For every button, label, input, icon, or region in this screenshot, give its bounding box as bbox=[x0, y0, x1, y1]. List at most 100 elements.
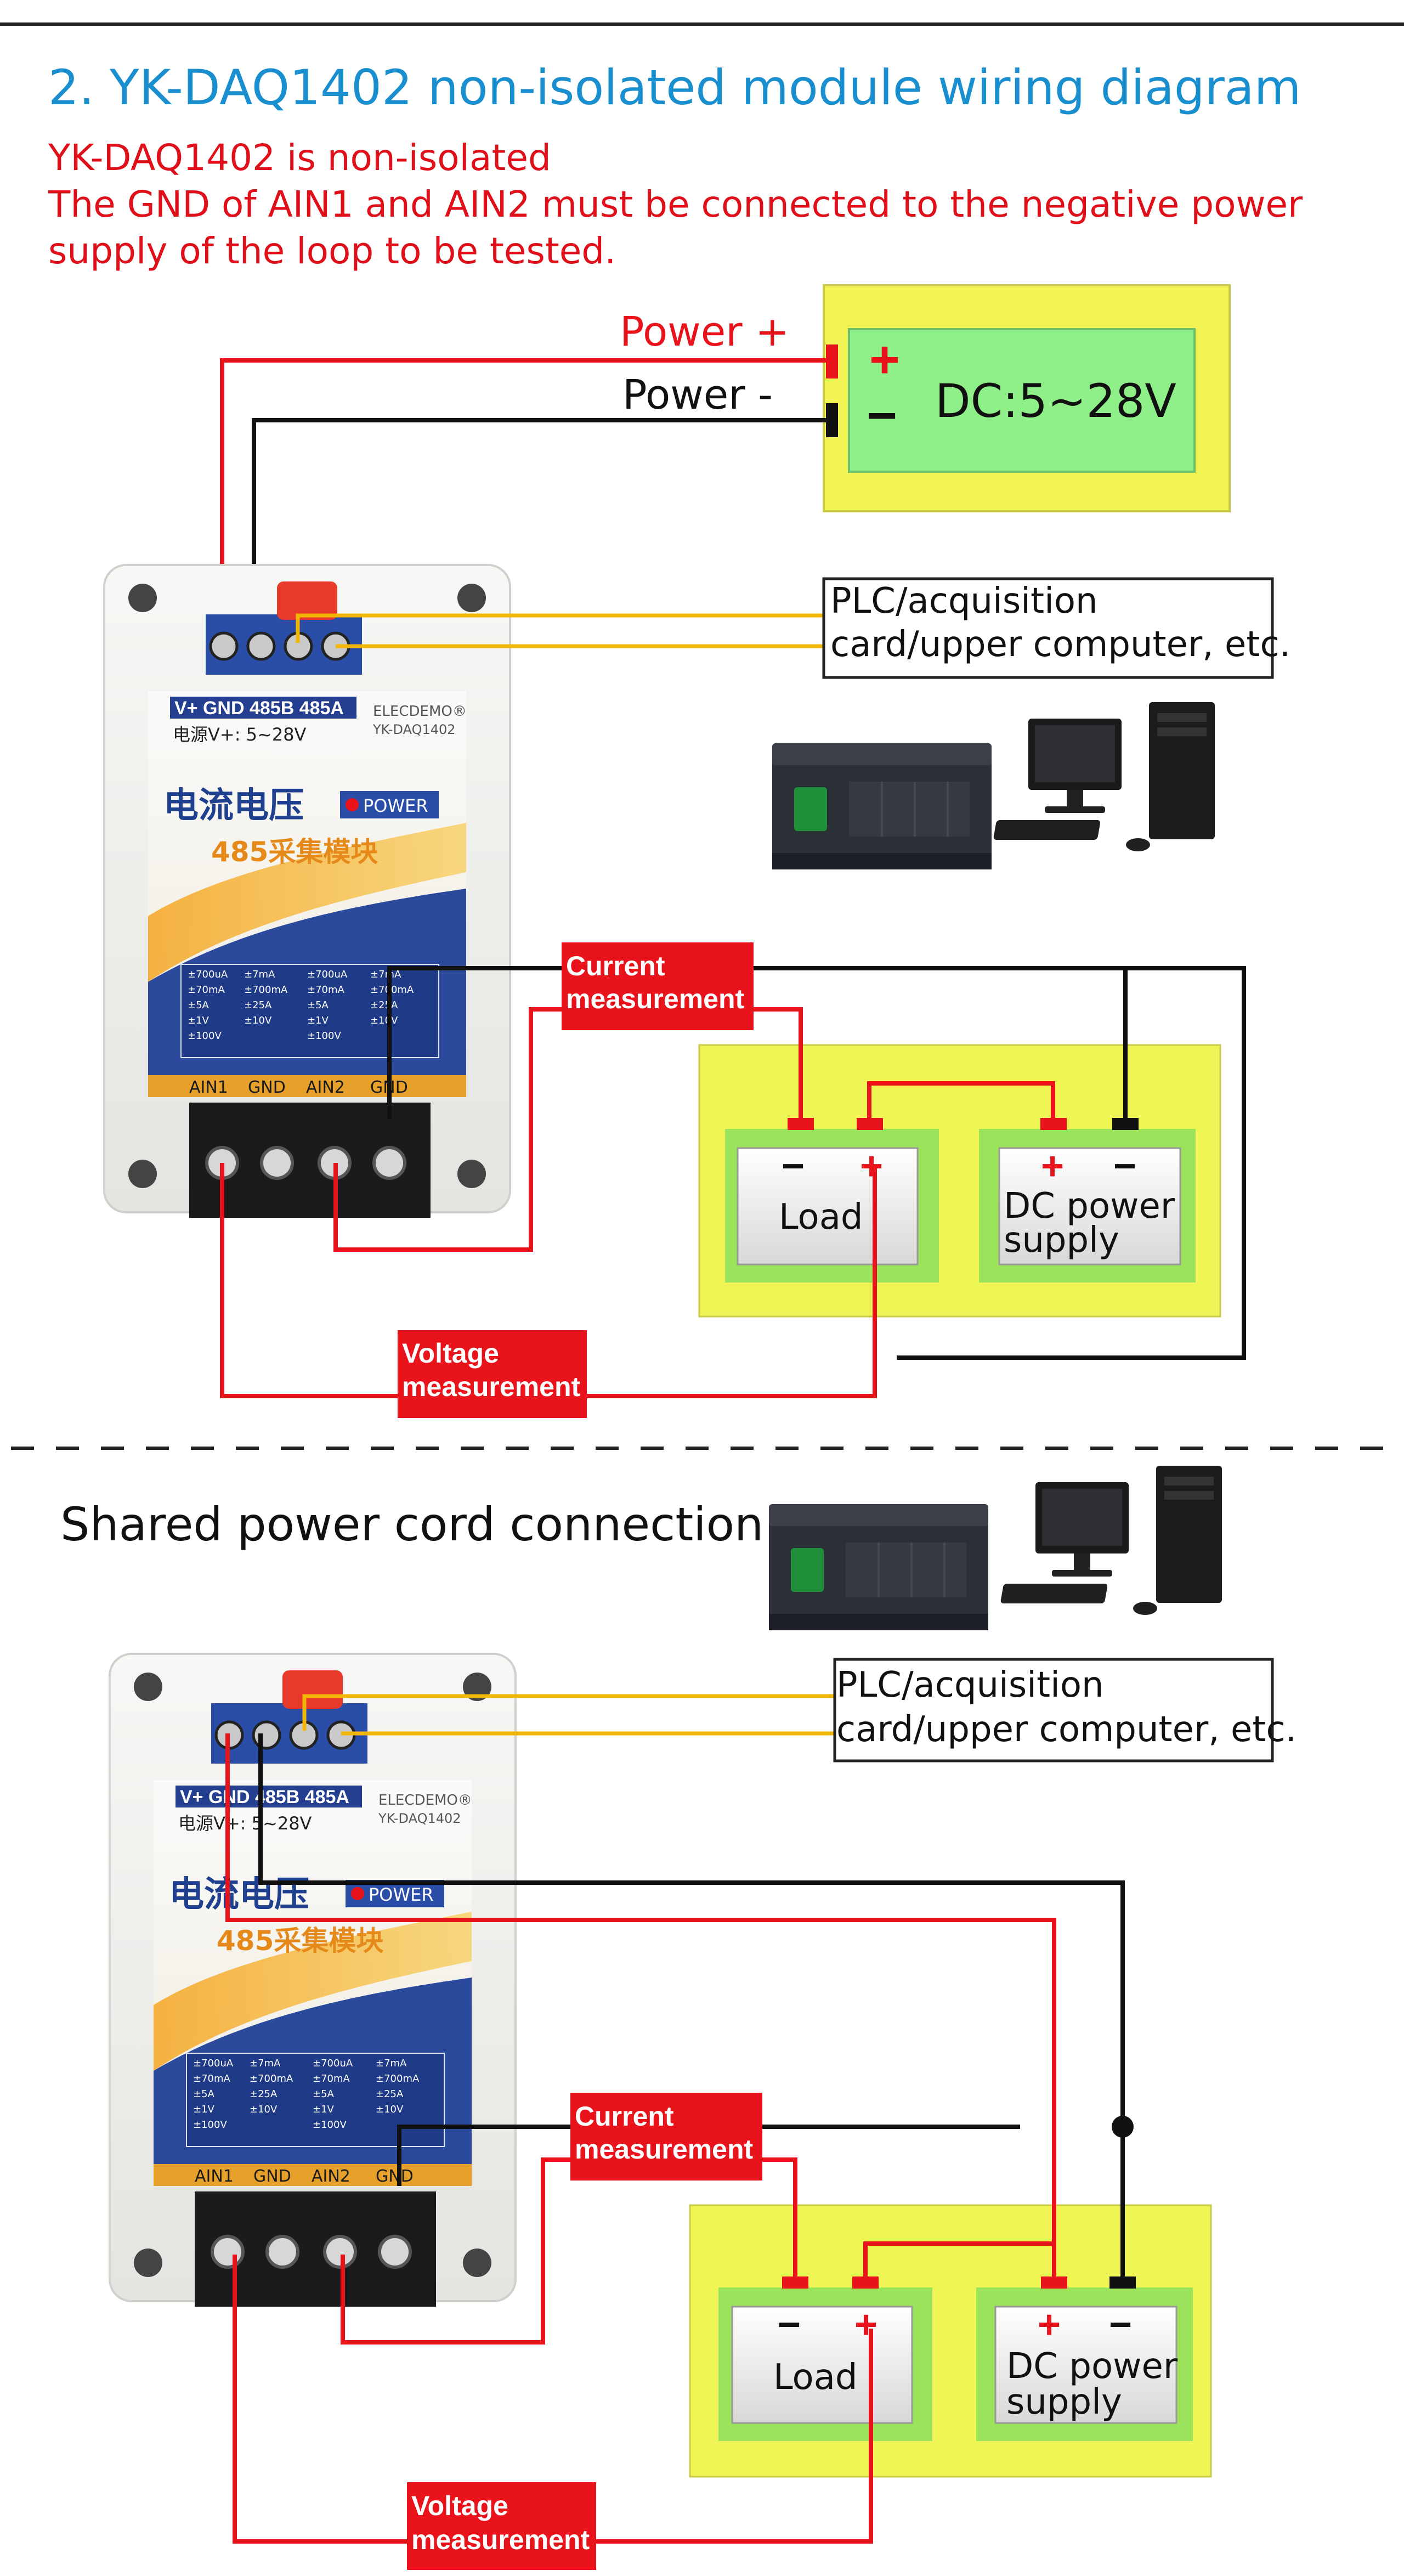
load-plus-terminal bbox=[857, 1118, 883, 1130]
note-line-1: YK-DAQ1402 is non-isolated bbox=[48, 137, 551, 179]
b-current-measurement-line-1: Current bbox=[575, 2101, 674, 2132]
module-bottom-power-badge-text: POWER bbox=[369, 1884, 434, 1905]
b-load-label: Load bbox=[773, 2357, 858, 2398]
wire-power-minus bbox=[252, 418, 831, 625]
b-load-box bbox=[731, 2306, 913, 2424]
range-far-1: ±700mA bbox=[370, 984, 414, 996]
range-left-0: ±700uA bbox=[188, 969, 228, 980]
b-range-mid-2: ±25A bbox=[250, 2088, 278, 2100]
module-power-badge-text: POWER bbox=[363, 795, 428, 816]
dc-minus: − bbox=[1113, 1144, 1136, 1188]
b-load-minus-terminal bbox=[782, 2276, 808, 2289]
module-top-terminal-labels: V+ GND 485B 485A bbox=[174, 698, 344, 719]
b-wire-485b bbox=[302, 1694, 835, 1731]
module-bottom-model: YK-DAQ1402 bbox=[378, 1811, 461, 1826]
b-range-right-4: ±100V bbox=[313, 2119, 347, 2131]
bottom-diagram: Shared power cord connection V+ GND 485B… bbox=[60, 1466, 1297, 2570]
b-dc-box bbox=[994, 2306, 1177, 2424]
voltage-measurement-line-1: Voltage bbox=[402, 1338, 499, 1369]
b-dc-plus: + bbox=[1038, 2303, 1061, 2347]
b-terminal-label-gnd1: GND bbox=[253, 2167, 291, 2186]
wire-gnd-return bbox=[897, 966, 1246, 1360]
module-sub-zh: 485采集模块 bbox=[211, 836, 378, 868]
b-range-far-0: ±7mA bbox=[376, 2058, 407, 2069]
psu-voltage-label: DC:5~28V bbox=[935, 374, 1176, 428]
b-range-mid-3: ±10V bbox=[250, 2104, 278, 2115]
range-left-3: ±1V bbox=[188, 1015, 210, 1026]
range-left-2: ±5A bbox=[188, 999, 210, 1011]
dc-plus: + bbox=[1041, 1144, 1064, 1188]
module-bottom-terminal-labels: V+ GND 485B 485A bbox=[180, 1787, 349, 1807]
page-title: 2. YK-DAQ1402 non-isolated module wiring… bbox=[48, 59, 1301, 116]
plc-label-line-2: card/upper computer, etc. bbox=[830, 624, 1290, 665]
b-plc-label-line-1: PLC/acquisition bbox=[836, 1665, 1104, 1705]
module-bottom-brand: ELECDEMO® bbox=[378, 1792, 472, 1809]
b-dc-minus-terminal bbox=[1109, 2276, 1136, 2289]
b-dc-minus: − bbox=[1109, 2303, 1132, 2347]
load-box bbox=[737, 1147, 919, 1266]
b-load-plus: + bbox=[854, 2303, 878, 2347]
computer-device-bottom bbox=[1000, 1466, 1222, 1615]
terminal-label-gnd1: GND bbox=[248, 1078, 286, 1097]
range-left-4: ±100V bbox=[188, 1030, 222, 1042]
b-load-minus: − bbox=[778, 2303, 801, 2347]
wire-power-plus bbox=[220, 358, 831, 625]
module-bottom-sub-zh: 485采集模块 bbox=[217, 1925, 383, 1957]
range-right-1: ±70mA bbox=[307, 984, 345, 996]
b-range-right-0: ±700uA bbox=[313, 2058, 353, 2069]
terminal-label-ain2: AIN2 bbox=[306, 1078, 345, 1097]
b-wire-load-plus-to-dc-plus bbox=[863, 2241, 1054, 2287]
load-minus: − bbox=[782, 1144, 805, 1188]
b-current-measurement-badge bbox=[570, 2093, 762, 2180]
terminal-label-ain1: AIN1 bbox=[189, 1078, 228, 1097]
computer-device bbox=[993, 702, 1215, 851]
b-wire-vplus-to-dc-plus bbox=[225, 1733, 1056, 2287]
range-mid-2: ±25A bbox=[244, 999, 272, 1011]
load-plus: + bbox=[860, 1144, 883, 1188]
range-far-0: ±7mA bbox=[370, 969, 401, 980]
psu-plus-terminal bbox=[826, 344, 838, 379]
dc-minus-terminal bbox=[1112, 1118, 1139, 1130]
wire-load-plus-to-dc-plus bbox=[867, 1081, 1055, 1129]
b-range-right-1: ±70mA bbox=[313, 2073, 350, 2084]
range-far-3: ±10V bbox=[370, 1015, 398, 1026]
current-measurement-line-1: Current bbox=[566, 951, 665, 981]
current-measurement-badge bbox=[562, 942, 754, 1030]
module-top: V+ GND 485B 485A 电源V+: 5~28V ELECDEMO® Y… bbox=[104, 565, 510, 1218]
range-right-0: ±700uA bbox=[307, 969, 348, 980]
wire-current-to-load-minus bbox=[333, 1007, 803, 1252]
psu-minus-terminal bbox=[826, 403, 838, 437]
b-range-mid-0: ±7mA bbox=[250, 2058, 281, 2069]
b-wire-gnd-to-dc-minus bbox=[258, 1733, 1125, 2287]
b-range-left-1: ±70mA bbox=[193, 2073, 231, 2084]
range-left-1: ±70mA bbox=[188, 984, 225, 996]
note-line-2: The GND of AIN1 and AIN2 must be connect… bbox=[48, 183, 1303, 225]
range-mid-3: ±10V bbox=[244, 1015, 272, 1026]
power-plus-label: Power + bbox=[620, 308, 789, 355]
b-current-measurement-line-2: measurement bbox=[575, 2134, 753, 2165]
b-range-left-0: ±700uA bbox=[193, 2058, 234, 2069]
b-wire-current bbox=[341, 2157, 797, 2345]
note-line-3: supply of the loop to be tested. bbox=[48, 230, 616, 272]
plc-device bbox=[771, 742, 993, 871]
b-dc-label-line-1: DC power bbox=[1006, 2346, 1178, 2387]
plc-label-box bbox=[822, 577, 1274, 679]
module-model: YK-DAQ1402 bbox=[372, 722, 456, 737]
range-far-2: ±25A bbox=[370, 999, 398, 1011]
section-title: Shared power cord connection bbox=[60, 1498, 763, 1551]
module-bottom-power-spec: 电源V+: 5~28V bbox=[178, 1813, 312, 1834]
wire-485b bbox=[296, 613, 824, 643]
voltage-measurement-line-2: measurement bbox=[402, 1371, 580, 1402]
psu-plus-sign: + bbox=[869, 330, 900, 389]
load-label: Load bbox=[779, 1197, 863, 1238]
power-minus-label: Power - bbox=[622, 371, 773, 419]
b-terminal-label-gnd2: GND bbox=[376, 2167, 414, 2186]
b-terminal-label-ain1: AIN1 bbox=[195, 2167, 234, 2186]
b-junction-dot bbox=[1112, 2116, 1134, 2138]
dc-plus-terminal bbox=[1040, 1118, 1067, 1130]
b-range-far-3: ±10V bbox=[376, 2104, 404, 2115]
current-measurement-line-2: measurement bbox=[566, 984, 744, 1014]
module-name-zh: 电流电压 bbox=[163, 786, 304, 826]
b-dc-plus-terminal bbox=[1041, 2276, 1067, 2289]
